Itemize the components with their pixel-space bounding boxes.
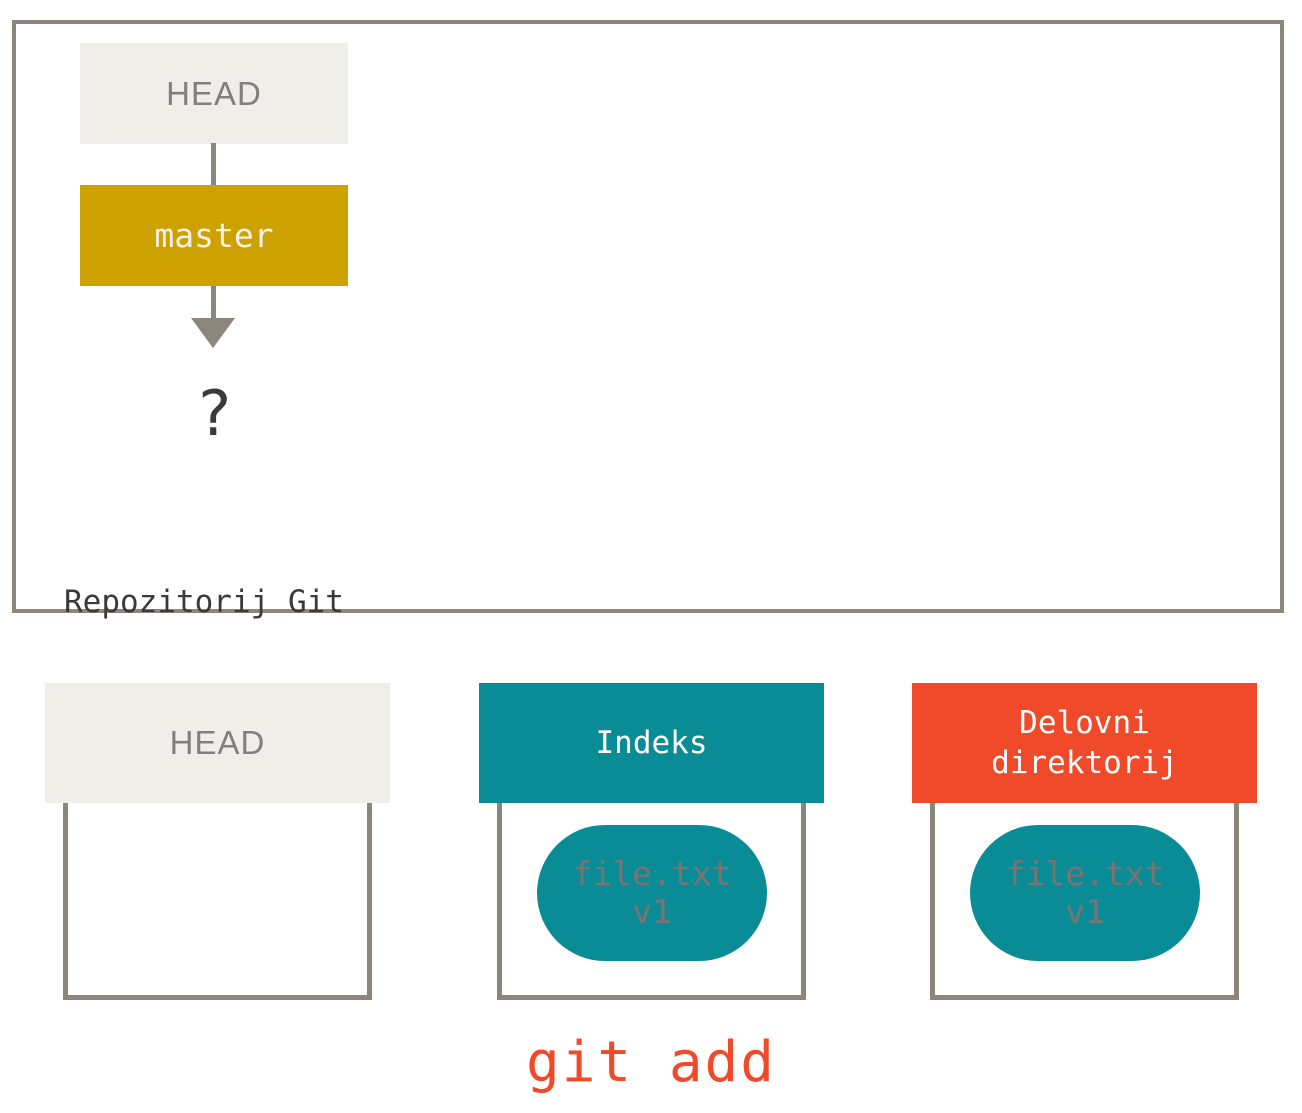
working-directory-file-blob: file.txt v1 <box>970 825 1200 961</box>
working-directory-file-name: file.txt <box>1005 854 1165 893</box>
working-directory-file-version: v1 <box>1065 892 1105 931</box>
head-to-master-connector <box>211 143 216 186</box>
repo-master-label: master <box>154 216 274 255</box>
repo-head-label: HEAD <box>166 74 262 112</box>
column-head-body <box>63 803 372 1000</box>
column-index-header: Indeks <box>479 683 824 803</box>
git-command-caption: git add <box>525 1030 776 1095</box>
column-index-label: Indeks <box>595 725 708 761</box>
index-file-name: file.txt <box>572 854 732 893</box>
repository-label: Repozitorij Git <box>64 584 344 620</box>
column-head-header: HEAD <box>45 683 390 803</box>
column-head-label: HEAD <box>169 724 266 761</box>
index-file-version: v1 <box>632 892 672 931</box>
master-to-commit-arrow-head-icon <box>191 318 235 348</box>
column-working-directory-label: Delovni direktorij <box>991 705 1178 781</box>
unknown-commit-question-mark: ? <box>195 377 233 450</box>
repo-head-box: HEAD <box>80 43 348 144</box>
master-to-commit-arrow-stem <box>211 286 216 320</box>
column-working-directory-header: Delovni direktorij <box>912 683 1257 803</box>
repo-master-branch-box: master <box>80 185 348 286</box>
index-file-blob: file.txt v1 <box>537 825 767 961</box>
